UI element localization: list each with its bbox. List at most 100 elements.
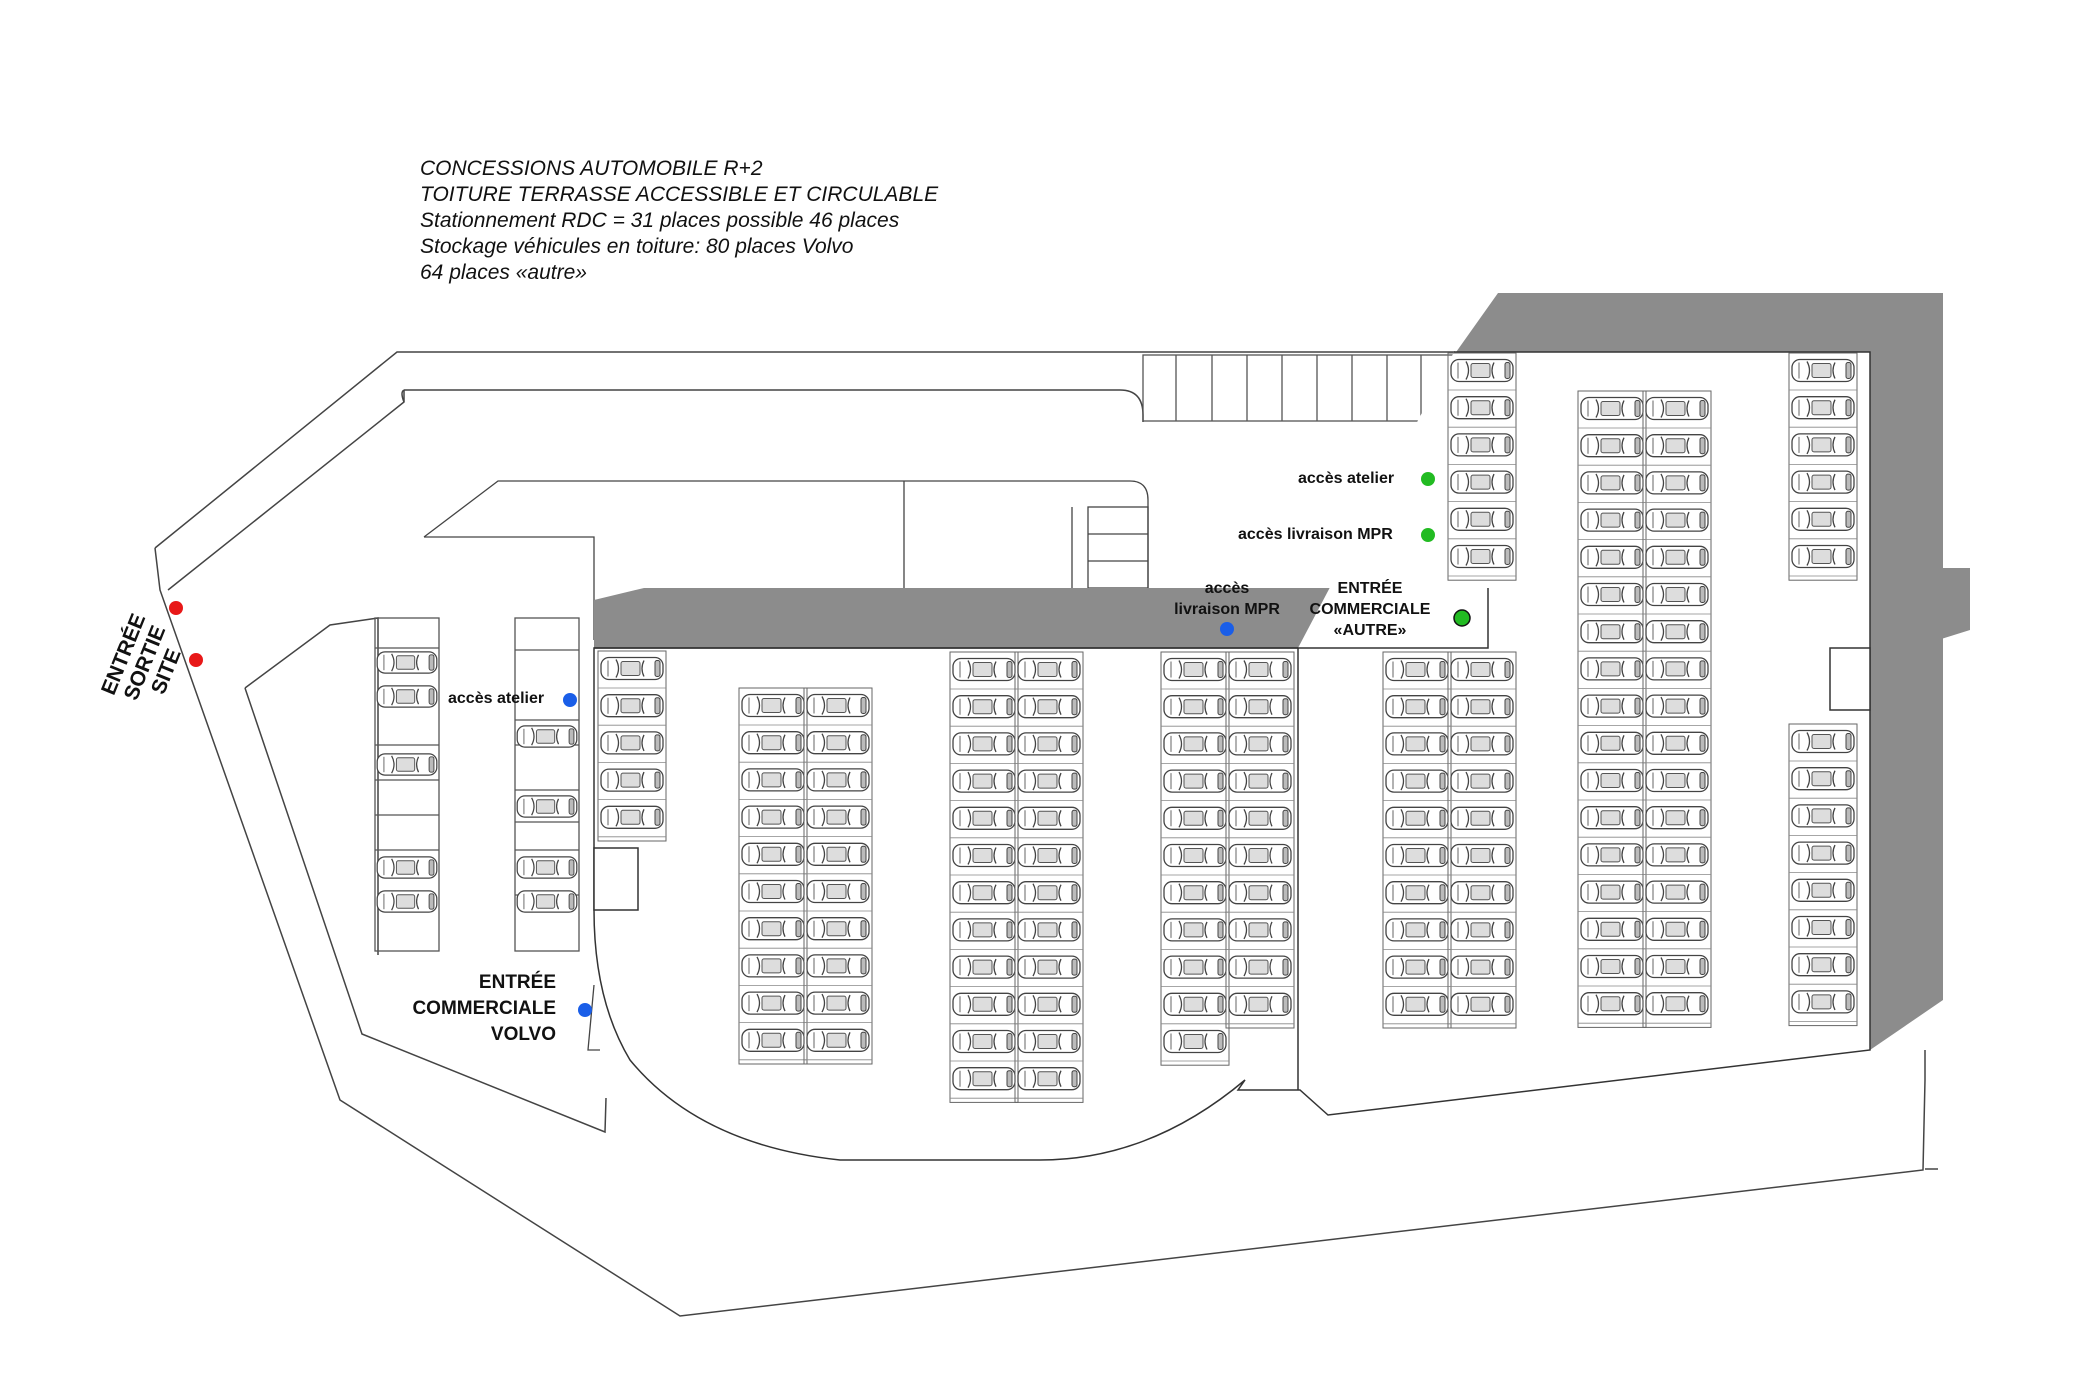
car-icon xyxy=(1580,954,1644,979)
car-icon xyxy=(1645,620,1709,644)
car-icon xyxy=(1450,358,1514,383)
car-icon xyxy=(952,732,1016,756)
car-icon xyxy=(1645,471,1709,495)
car-icon xyxy=(1791,878,1855,902)
car-icon xyxy=(1450,918,1514,942)
car-icon xyxy=(1580,434,1644,458)
car-icon xyxy=(1791,358,1855,383)
volvo-entry-marker xyxy=(578,1003,592,1017)
car-icon xyxy=(1791,767,1855,791)
car-icon xyxy=(1385,769,1449,793)
car-icon xyxy=(1645,657,1709,681)
car-icon xyxy=(1645,992,1709,1016)
autre-entry-label: ENTRÉE COMMERCIALE «AUTRE» xyxy=(1309,580,1431,639)
car-icon xyxy=(1163,769,1227,793)
car-icon xyxy=(1017,657,1081,682)
car-icon xyxy=(1385,918,1449,942)
car-icon xyxy=(1017,695,1081,719)
car-icon xyxy=(1791,544,1855,569)
car-icon xyxy=(1228,955,1292,979)
car-icon xyxy=(806,805,870,829)
note-line: Stockage véhicules en toiture: 80 places… xyxy=(420,235,854,258)
car-icon xyxy=(806,842,870,866)
car-icon xyxy=(1791,433,1855,457)
car-icon xyxy=(1163,992,1227,1016)
car-icon xyxy=(806,768,870,792)
car-icon xyxy=(806,917,870,941)
livraison-right-label: accès livraison MPR xyxy=(1238,526,1393,543)
car-icon xyxy=(1450,695,1514,719)
car-icon xyxy=(600,805,664,829)
parking-column xyxy=(1014,651,1084,1103)
car-icon xyxy=(1450,881,1514,905)
car-icon xyxy=(600,731,664,755)
note-line: 64 places «autre» xyxy=(420,261,587,284)
car-icon xyxy=(741,954,805,978)
car-icon xyxy=(1228,695,1292,719)
car-icon xyxy=(1163,843,1227,868)
car-icon xyxy=(952,1029,1016,1054)
car-icon xyxy=(1450,657,1514,682)
parking-column xyxy=(1788,723,1858,1027)
car-icon xyxy=(952,806,1016,830)
car-icon xyxy=(1385,881,1449,905)
car-icon xyxy=(1450,732,1514,756)
car-icon xyxy=(1580,694,1644,718)
parking-column xyxy=(1447,352,1517,581)
car-icon xyxy=(741,805,805,829)
car-icon xyxy=(600,694,664,718)
car-icon xyxy=(1450,992,1514,1016)
car-icon xyxy=(1645,954,1709,979)
car-icon xyxy=(1645,694,1709,718)
car-icon xyxy=(1580,396,1644,421)
car-icon xyxy=(1580,657,1644,681)
car-icon xyxy=(952,918,1016,942)
top-slot-strip xyxy=(1142,354,1456,422)
car-icon xyxy=(1645,434,1709,458)
car-icon xyxy=(952,695,1016,719)
parking-column xyxy=(1642,390,1712,1028)
car-icon xyxy=(1450,507,1514,531)
car-icon xyxy=(1580,508,1644,532)
note-line: Stationnement RDC = 31 places possible 4… xyxy=(420,209,900,232)
car-icon xyxy=(806,954,870,978)
parking-column xyxy=(1382,651,1452,1029)
car-icon xyxy=(1450,470,1514,494)
car-icon xyxy=(1017,1067,1081,1091)
car-icon xyxy=(1580,620,1644,644)
car-icon xyxy=(600,768,664,792)
car-icon xyxy=(1645,768,1709,793)
atelier-right-marker xyxy=(1421,472,1435,486)
car-icon xyxy=(1580,992,1644,1016)
note-line: TOITURE TERRASSE ACCESSIBLE ET CIRCULABL… xyxy=(420,183,939,206)
car-icon xyxy=(1791,990,1855,1014)
car-icon xyxy=(1163,918,1227,942)
car-icon xyxy=(806,731,870,755)
car-icon xyxy=(1017,881,1081,905)
note-line: CONCESSIONS AUTOMOBILE R+2 xyxy=(420,157,763,180)
car-icon xyxy=(1385,955,1449,979)
atelier-left-marker xyxy=(563,693,577,707)
car-icon xyxy=(1580,545,1644,569)
car-icon xyxy=(1450,544,1514,569)
car-icon xyxy=(1450,806,1514,830)
roof-cars xyxy=(597,352,1858,1103)
car-icon xyxy=(952,769,1016,793)
car-icon xyxy=(1163,806,1227,830)
car-icon xyxy=(806,991,870,1015)
car-icon xyxy=(1163,955,1227,979)
car-icon xyxy=(1385,657,1449,682)
car-icon xyxy=(1580,917,1644,941)
car-icon xyxy=(1450,843,1514,868)
car-icon xyxy=(1450,433,1514,457)
car-icon xyxy=(952,1067,1016,1091)
car-icon xyxy=(1580,731,1644,755)
car-icon xyxy=(1163,657,1227,682)
car-icon xyxy=(1385,695,1449,719)
atelier-right-label: accès atelier xyxy=(1298,470,1395,487)
car-icon xyxy=(1385,843,1449,868)
car-icon xyxy=(1645,806,1709,830)
car-icon xyxy=(1017,732,1081,756)
car-icon xyxy=(1791,507,1855,531)
